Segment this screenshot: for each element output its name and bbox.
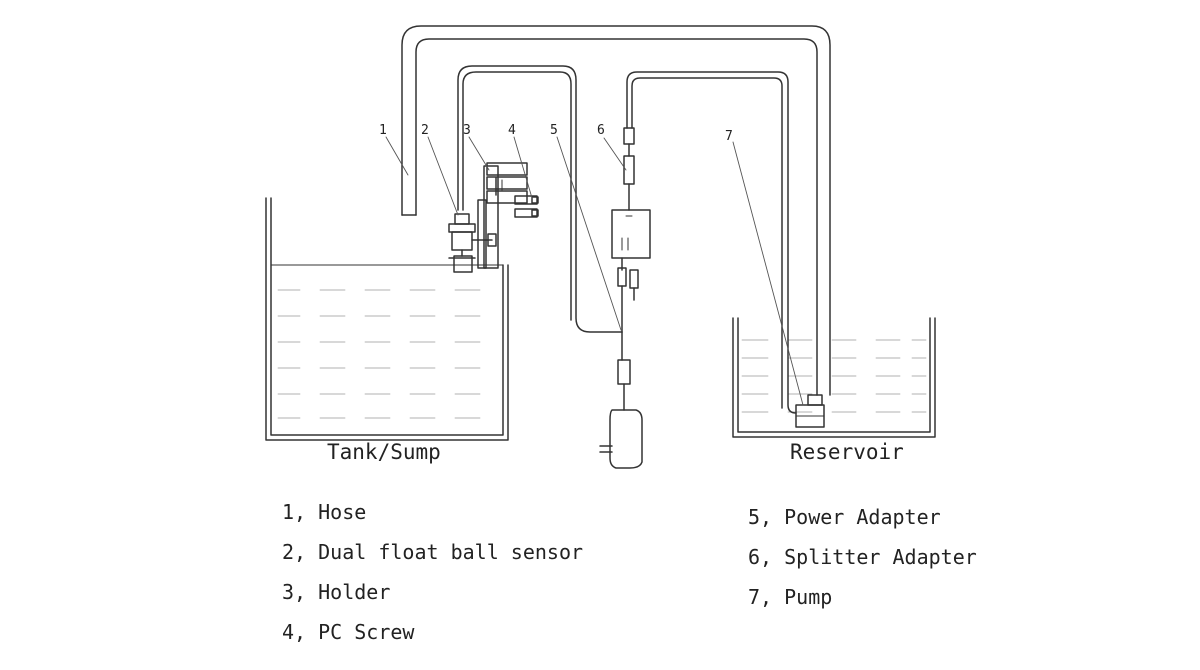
sensor-cable: [457, 65, 623, 333]
callout-leaders: [385, 136, 804, 406]
pump-cable: [626, 71, 797, 414]
callout-5: 5: [550, 123, 558, 138]
hose: [401, 25, 831, 396]
reservoir-water-lines: [741, 339, 927, 413]
legend: 1, Hose 2, Dual float ball sensor 3, Hol…: [282, 500, 977, 644]
pc-screws: [514, 195, 539, 218]
legend-item-power-adapter: 5, Power Adapter: [748, 505, 941, 529]
callout-6: 6: [597, 123, 605, 138]
reservoir-caption: Reservoir: [790, 440, 904, 464]
power-adapter: [599, 331, 643, 469]
tank-sump: [265, 197, 509, 441]
tank-water-lines: [277, 289, 481, 419]
legend-item-hose: 1, Hose: [282, 500, 366, 524]
callout-2: 2: [421, 123, 429, 138]
legend-item-sensor: 2, Dual float ball sensor: [282, 540, 583, 564]
splitter-adapter: [611, 127, 651, 333]
callout-1: 1: [379, 123, 387, 138]
callout-3: 3: [463, 123, 471, 138]
callout-7: 7: [725, 129, 733, 144]
legend-item-holder: 3, Holder: [282, 580, 390, 604]
legend-item-splitter-adapter: 6, Splitter Adapter: [748, 545, 977, 569]
dual-float-ball-sensor: [448, 213, 497, 273]
holder: [477, 162, 528, 269]
callout-numbers: 1 2 3 4 5 6 7: [379, 123, 733, 144]
pump: [795, 394, 825, 428]
tank-caption: Tank/Sump: [327, 440, 441, 464]
reservoir: [732, 317, 936, 438]
callout-4: 4: [508, 123, 516, 138]
legend-item-pc-screw: 4, PC Screw: [282, 620, 415, 644]
legend-item-pump: 7, Pump: [748, 585, 832, 609]
